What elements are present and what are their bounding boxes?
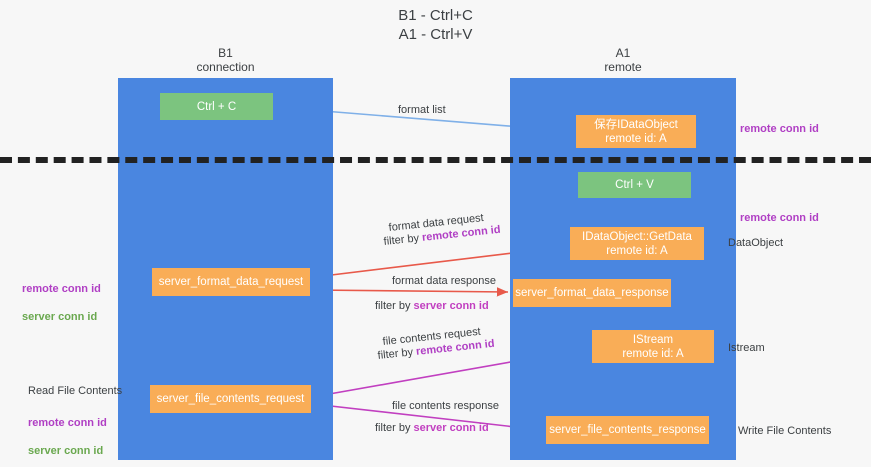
edge-label-filter-by-server-conn-id-fdresp: filter by server conn id <box>375 299 489 313</box>
server-conn-id-token: server conn id <box>413 300 489 312</box>
annotation-left-conn-ids-top: remote conn id server conn id <box>22 268 101 324</box>
node-ctrl-c[interactable]: Ctrl + C <box>160 93 273 120</box>
annotation-remote-conn-id-mid: remote conn id <box>740 212 819 224</box>
annotation-read-file-contents: Read File Contents <box>28 385 123 397</box>
node-server-file-contents-response[interactable]: server_file_contents_response <box>546 416 709 444</box>
node-ctrl-v[interactable]: Ctrl + V <box>578 172 691 198</box>
annotation-dataobject: DataObject <box>728 237 784 249</box>
filter-by-prefix: filter by <box>375 422 414 434</box>
column-header-a1: A1 remote <box>604 46 642 74</box>
node-save-idataobject[interactable]: 保存IDataObject remote id: A <box>576 115 696 148</box>
phase-separator-divider <box>0 157 871 163</box>
node-istream[interactable]: IStream remote id: A <box>592 330 714 363</box>
annotation-left-server-conn-id-bottom: server conn id <box>28 445 104 457</box>
annotation-left-remote-conn-id-top: remote conn id <box>22 283 101 295</box>
edge-label-filter-by-server-conn-id-fcresp: filter by server conn id <box>375 421 489 435</box>
annotation-write-file-contents: Write File Contents <box>738 425 832 437</box>
annotation-left-server-conn-id-top: server conn id <box>22 311 98 323</box>
edge-label-format-list: format list <box>398 104 446 116</box>
node-server-format-data-request[interactable]: server_format_data_request <box>152 268 310 296</box>
filter-by-prefix: filter by <box>377 345 417 362</box>
edge-label-format-data-response: format data response <box>392 275 496 287</box>
column-header-b1: B1 connection <box>196 46 255 74</box>
node-server-file-contents-request[interactable]: server_file_contents_request <box>150 385 311 413</box>
server-conn-id-token: server conn id <box>413 422 489 434</box>
filter-by-prefix: filter by <box>375 300 414 312</box>
page-title: B1 - Ctrl+C A1 - Ctrl+V <box>398 7 473 43</box>
arrow-file-contents-response <box>312 403 543 434</box>
annotation-istream: Istream <box>728 342 765 354</box>
annotation-left-remote-conn-id-bottom: remote conn id <box>28 417 107 429</box>
edge-label-file-contents-response: file contents response <box>392 400 500 412</box>
annotation-remote-conn-id-top: remote conn id <box>740 123 819 135</box>
annotation-left-conn-ids-bottom: remote conn id server conn id <box>28 402 107 458</box>
node-server-format-data-response[interactable]: server_format_data_response <box>513 279 671 307</box>
arrow-format-data-response <box>311 287 509 297</box>
node-idataobject-getdata[interactable]: IDataObject::GetData remote id: A <box>570 227 704 260</box>
filter-by-prefix: filter by <box>383 231 423 248</box>
